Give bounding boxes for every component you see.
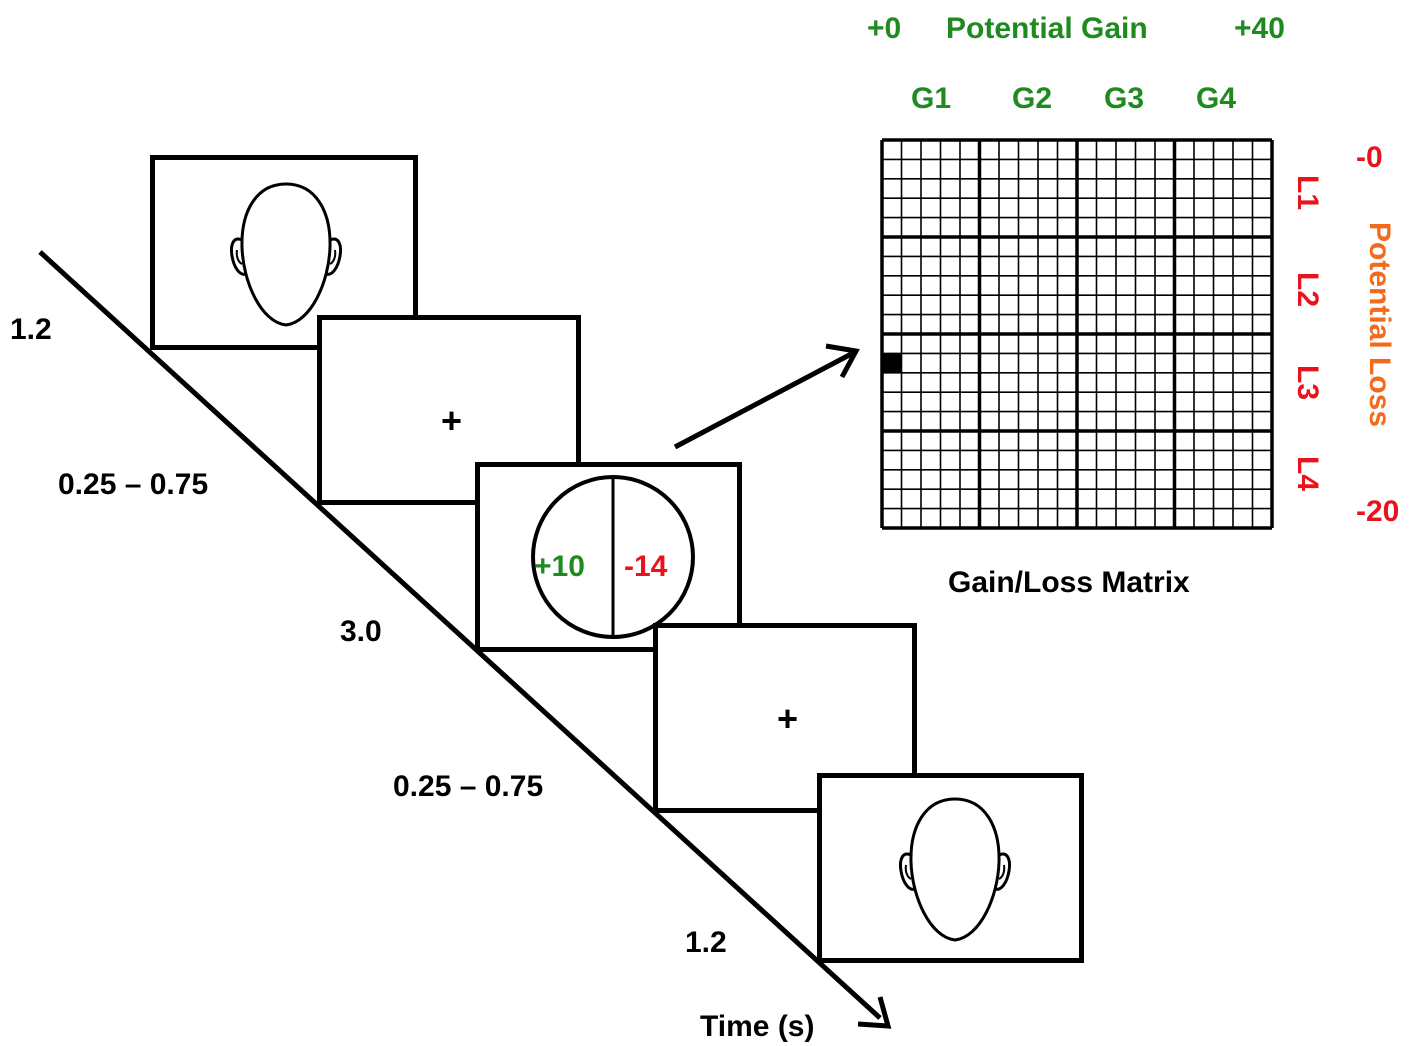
- gain-column-label: G2: [1012, 82, 1053, 115]
- fixation-cross: +: [777, 698, 799, 739]
- duration-face-1: 1.2: [10, 313, 52, 346]
- duration-fixation-1: 0.25 – 0.75: [58, 468, 209, 501]
- loss-row-label: L4: [1291, 456, 1324, 492]
- gain-column-label: G4: [1196, 82, 1237, 115]
- loss-min-label: -0: [1356, 141, 1383, 174]
- face-screen-1: [150, 155, 418, 350]
- gain-max-label: +40: [1234, 12, 1285, 45]
- gain-loss-matrix-grid: [880, 138, 1274, 530]
- face-screen-2: [817, 773, 1084, 963]
- offer-loss-value: -14: [624, 550, 668, 583]
- gain-column-label: G3: [1104, 82, 1145, 115]
- fixation-cross: +: [441, 400, 463, 441]
- loss-row-label: L2: [1291, 272, 1324, 308]
- loss-row-label: L1: [1291, 175, 1324, 211]
- loss-row-label: L3: [1291, 365, 1324, 401]
- gain-axis-title: Potential Gain: [946, 12, 1148, 45]
- time-axis-label: Time (s): [700, 1010, 815, 1043]
- offer-circle: [531, 475, 695, 639]
- offer-screen: +10 -14: [475, 462, 742, 652]
- gain-min-label: +0: [867, 12, 902, 45]
- duration-offer: 3.0: [340, 615, 382, 648]
- matrix-title: Gain/Loss Matrix: [948, 566, 1190, 599]
- duration-fixation-2: 0.25 – 0.75: [393, 770, 544, 803]
- face-outline-icon: [230, 182, 342, 327]
- gain-column-label: G1: [911, 82, 952, 115]
- loss-max-label: -20: [1356, 495, 1400, 528]
- loss-axis-title: Potential Loss: [1363, 222, 1396, 428]
- face-outline-icon: [899, 797, 1011, 942]
- highlighted-cell: [882, 353, 902, 373]
- duration-face-2: 1.2: [685, 926, 727, 959]
- offer-gain-value: +10: [534, 550, 585, 583]
